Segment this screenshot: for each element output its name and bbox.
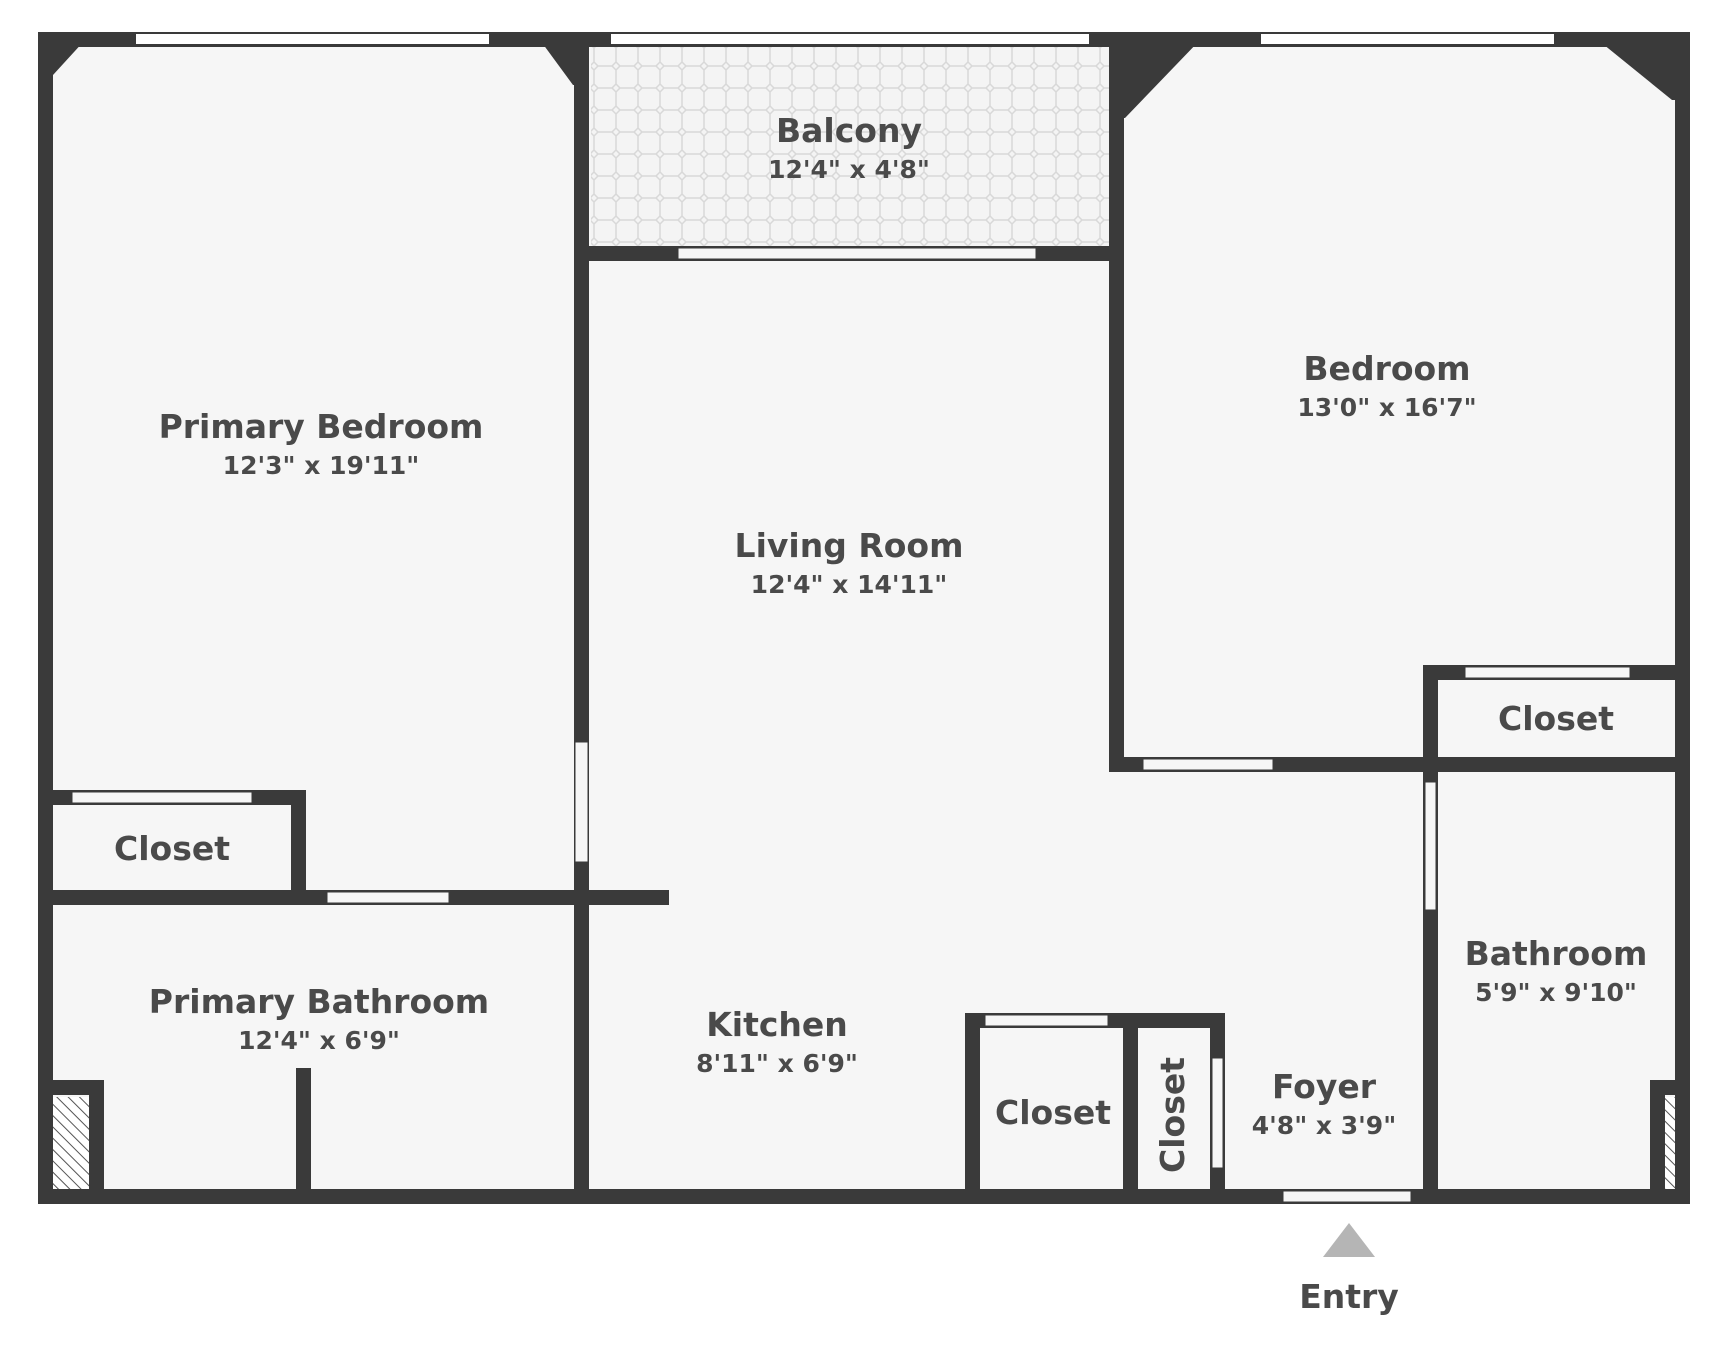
doorways [71, 247, 1631, 1203]
balcony-dims: 12'4" x 4'8" [768, 155, 930, 184]
kitchen-name: Kitchen [706, 1005, 848, 1044]
primary-bedroom-dims: 12'3" x 19'11" [223, 451, 420, 480]
foyer-name: Foyer [1272, 1067, 1377, 1106]
foyer-closet-a-name: Closet [995, 1093, 1111, 1132]
foyer-closet-b-name: Closet [1153, 1057, 1192, 1173]
bedroom-dims: 13'0" x 16'7" [1297, 393, 1476, 422]
entry-arrow-icon [1323, 1223, 1375, 1257]
chase-hatch [1665, 1097, 1675, 1190]
bedroom-closet-name: Closet [1498, 699, 1614, 738]
bathroom-name: Bathroom [1465, 934, 1648, 973]
primary-bathroom-dims: 12'4" x 6'9" [238, 1026, 400, 1055]
primary-bathroom-name: Primary Bathroom [149, 982, 489, 1021]
entry-label: Entry [1299, 1277, 1399, 1316]
living-room-name: Living Room [735, 526, 964, 565]
bedroom-name: Bedroom [1303, 349, 1470, 388]
primary-bedroom-name: Primary Bedroom [159, 407, 484, 446]
balcony-name: Balcony [776, 111, 922, 150]
primary-closet-name: Closet [114, 829, 230, 868]
windows [134, 32, 1556, 46]
living-room-dims: 12'4" x 14'11" [751, 570, 948, 599]
kitchen-dims: 8'11" x 6'9" [696, 1049, 858, 1078]
chase-hatch [53, 1097, 89, 1190]
bathroom-dims: 5'9" x 9'10" [1475, 978, 1637, 1007]
foyer-dims: 4'8" x 3'9" [1252, 1111, 1396, 1140]
balcony-floor [591, 40, 1111, 250]
